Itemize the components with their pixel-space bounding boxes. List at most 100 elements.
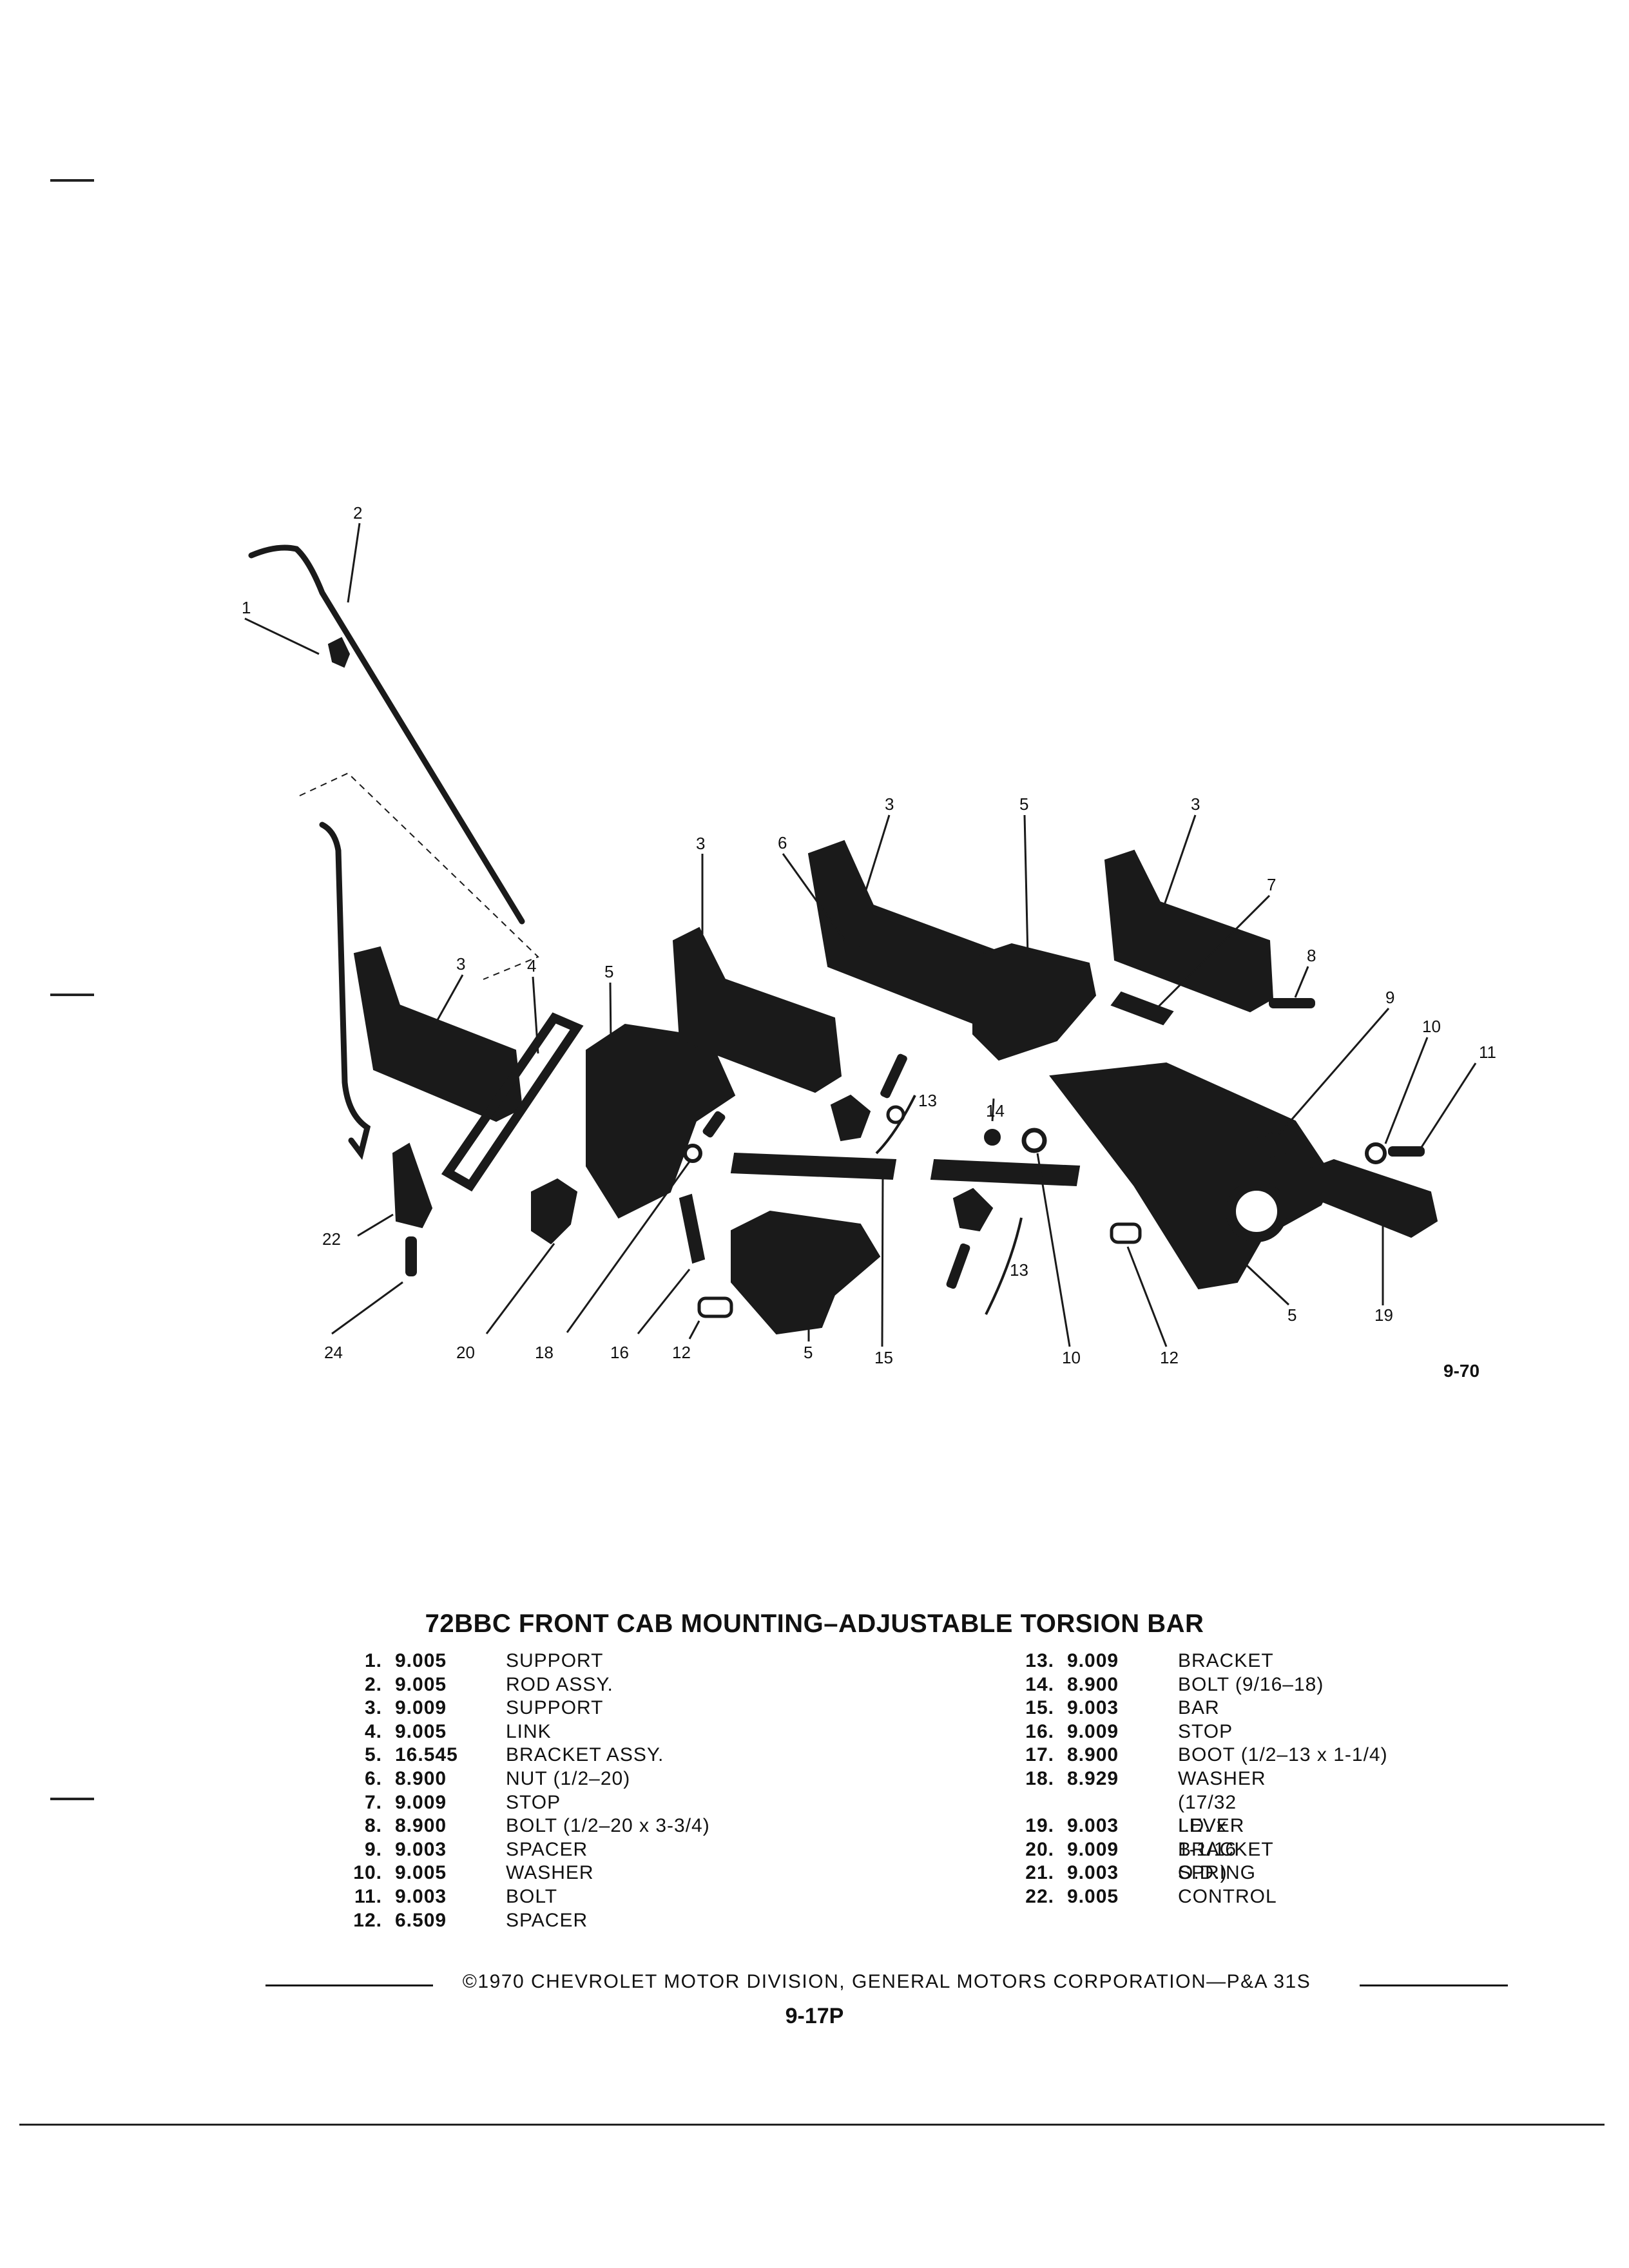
part-number: 5. bbox=[364, 1744, 382, 1766]
figure-code: 9-70 bbox=[1443, 1361, 1480, 1381]
callout-7: 7 bbox=[1267, 875, 1276, 894]
part-number: 21. bbox=[1025, 1862, 1054, 1884]
leader-16 bbox=[637, 1269, 691, 1334]
margin-mark-top bbox=[50, 179, 94, 182]
spring-part bbox=[405, 1236, 417, 1276]
part-code: 16.545 bbox=[395, 1744, 458, 1766]
bottom-rule bbox=[19, 2124, 1605, 2126]
bolt-part-11 bbox=[1388, 1146, 1425, 1157]
part-number: 20. bbox=[1025, 1838, 1054, 1860]
part-description: SPACER bbox=[506, 1838, 588, 1860]
bracket-bore bbox=[1226, 1180, 1287, 1242]
callout-13b: 13 bbox=[1010, 1260, 1028, 1280]
callout-19: 19 bbox=[1374, 1305, 1393, 1325]
leader-9 bbox=[1278, 1008, 1390, 1135]
callout-24: 24 bbox=[324, 1343, 343, 1362]
callout-12a: 12 bbox=[672, 1343, 691, 1362]
part-code: 6.509 bbox=[395, 1909, 447, 1931]
part-number: 7. bbox=[364, 1791, 382, 1813]
leader-20 bbox=[485, 1243, 555, 1334]
bracket-part-20 bbox=[531, 1178, 578, 1245]
part-description: LINK bbox=[506, 1720, 552, 1742]
part-code: 9.005 bbox=[395, 1720, 447, 1742]
rod-assembly bbox=[248, 544, 525, 925]
part-description: SPRING bbox=[1178, 1862, 1257, 1884]
leader-5a bbox=[609, 982, 612, 1044]
leader-4 bbox=[532, 976, 539, 1054]
callout-8: 8 bbox=[1307, 946, 1316, 965]
part-description: BAR bbox=[1178, 1697, 1220, 1719]
callout-3d: 3 bbox=[1191, 794, 1200, 814]
page-number: 9-17P bbox=[785, 2004, 844, 2028]
part-description: STOP bbox=[1178, 1720, 1233, 1742]
leader-14 bbox=[991, 1098, 995, 1122]
callout-16: 16 bbox=[610, 1343, 629, 1362]
part-code: 9.009 bbox=[1067, 1650, 1119, 1671]
part-number: 22. bbox=[1025, 1885, 1054, 1907]
part-code: 9.009 bbox=[1067, 1720, 1119, 1742]
callout-3a: 3 bbox=[456, 954, 465, 974]
callout-5c: 5 bbox=[1287, 1305, 1296, 1325]
copyright-footer: ©1970 CHEVROLET MOTOR DIVISION, GENERAL … bbox=[265, 1971, 1508, 1993]
copyright-text: ©1970 CHEVROLET MOTOR DIVISION, GENERAL … bbox=[458, 1971, 1315, 1992]
support-plate-right bbox=[1104, 849, 1274, 1013]
boot-part-13-lower bbox=[985, 1217, 1023, 1315]
part-description: SPACER bbox=[506, 1909, 588, 1931]
part-code: 9.003 bbox=[1067, 1697, 1119, 1719]
spacer-part-12-right bbox=[1110, 1222, 1142, 1244]
stop-part-16 bbox=[679, 1193, 706, 1264]
bracket-part-13-upper bbox=[830, 1094, 871, 1142]
part-number: 19. bbox=[1025, 1815, 1054, 1837]
part-code: 9.009 bbox=[395, 1697, 447, 1719]
spacer-part-12-left bbox=[697, 1296, 733, 1318]
bolt-part-13-lower bbox=[946, 1243, 970, 1289]
leader-10a bbox=[1384, 1037, 1429, 1144]
part-description: LEVER bbox=[1178, 1815, 1245, 1837]
washer-part-10-center bbox=[1021, 1128, 1047, 1153]
leader-11 bbox=[1420, 1062, 1477, 1149]
leader-10b bbox=[1036, 1153, 1071, 1347]
bolt-part-14 bbox=[984, 1129, 1001, 1146]
support-plate-middle bbox=[672, 927, 842, 1093]
leader-6 bbox=[782, 853, 849, 945]
leader-3a bbox=[434, 974, 464, 1025]
link-part bbox=[441, 1012, 584, 1192]
margin-mark-middle bbox=[50, 994, 94, 996]
part-code: 8.900 bbox=[1067, 1744, 1119, 1766]
support-part-1 bbox=[327, 637, 351, 668]
leader-7 bbox=[1155, 894, 1271, 1010]
leader-1 bbox=[244, 617, 320, 655]
callout-4: 4 bbox=[527, 956, 536, 975]
leader-3d bbox=[1162, 814, 1197, 909]
leader-5b bbox=[1023, 814, 1029, 957]
stop-part-7 bbox=[1110, 991, 1174, 1026]
bolt-part-8 bbox=[1269, 998, 1315, 1008]
part-code: 8.900 bbox=[1067, 1673, 1119, 1695]
part-number: 8. bbox=[364, 1815, 382, 1837]
part-description: BOLT (1/2–20 x 3-3/4) bbox=[506, 1815, 710, 1837]
part-description: BOOT (1/2–13 x 1-1/4) bbox=[1178, 1744, 1388, 1766]
part-number: 16. bbox=[1025, 1720, 1054, 1742]
callout-10b: 10 bbox=[1062, 1348, 1081, 1367]
callout-5d: 5 bbox=[804, 1343, 813, 1362]
part-number: 1. bbox=[364, 1650, 382, 1671]
leader-2 bbox=[347, 523, 361, 603]
part-number: 10. bbox=[353, 1862, 382, 1884]
part-number: 6. bbox=[364, 1767, 382, 1789]
callout-12b: 12 bbox=[1160, 1348, 1179, 1367]
callout-3b: 3 bbox=[696, 834, 705, 853]
nut-part-6 bbox=[843, 947, 862, 965]
part-description: ROD ASSY. bbox=[506, 1673, 613, 1695]
callout-1: 1 bbox=[242, 598, 251, 617]
callout-18: 18 bbox=[535, 1343, 554, 1362]
part-number: 18. bbox=[1025, 1767, 1054, 1789]
callout-6: 6 bbox=[778, 833, 787, 852]
part-description: WASHER (17/32 I.D. x 1-1/16 O.D.) bbox=[1178, 1767, 1266, 1884]
part-description: BRACKET bbox=[1178, 1650, 1274, 1671]
callout-22: 22 bbox=[322, 1229, 341, 1249]
part-description: BOLT (9/16–18) bbox=[1178, 1673, 1324, 1695]
leader-3c bbox=[859, 814, 891, 909]
callout-5b: 5 bbox=[1019, 794, 1028, 814]
bracket-assembly-center bbox=[972, 943, 1097, 1061]
part-description: STOP bbox=[506, 1791, 561, 1813]
